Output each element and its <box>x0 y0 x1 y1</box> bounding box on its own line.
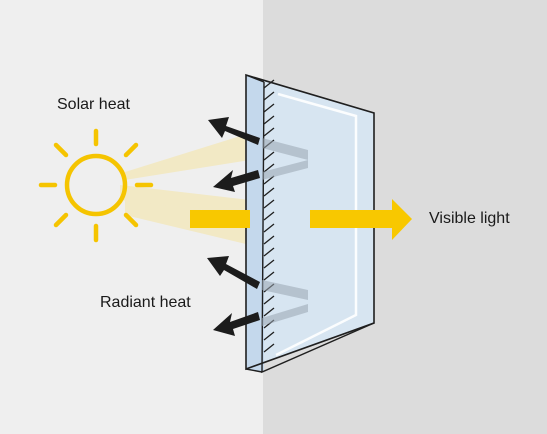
radiant-heat-label: Radiant heat <box>100 294 191 311</box>
visible-light-label: Visible light <box>429 210 510 227</box>
light-arrow-icon <box>190 199 412 240</box>
sun-icon <box>38 128 154 243</box>
heat-arrow-icon <box>207 117 260 336</box>
solar-heat-label: Solar heat <box>57 96 130 113</box>
heat-shadows <box>262 138 308 326</box>
